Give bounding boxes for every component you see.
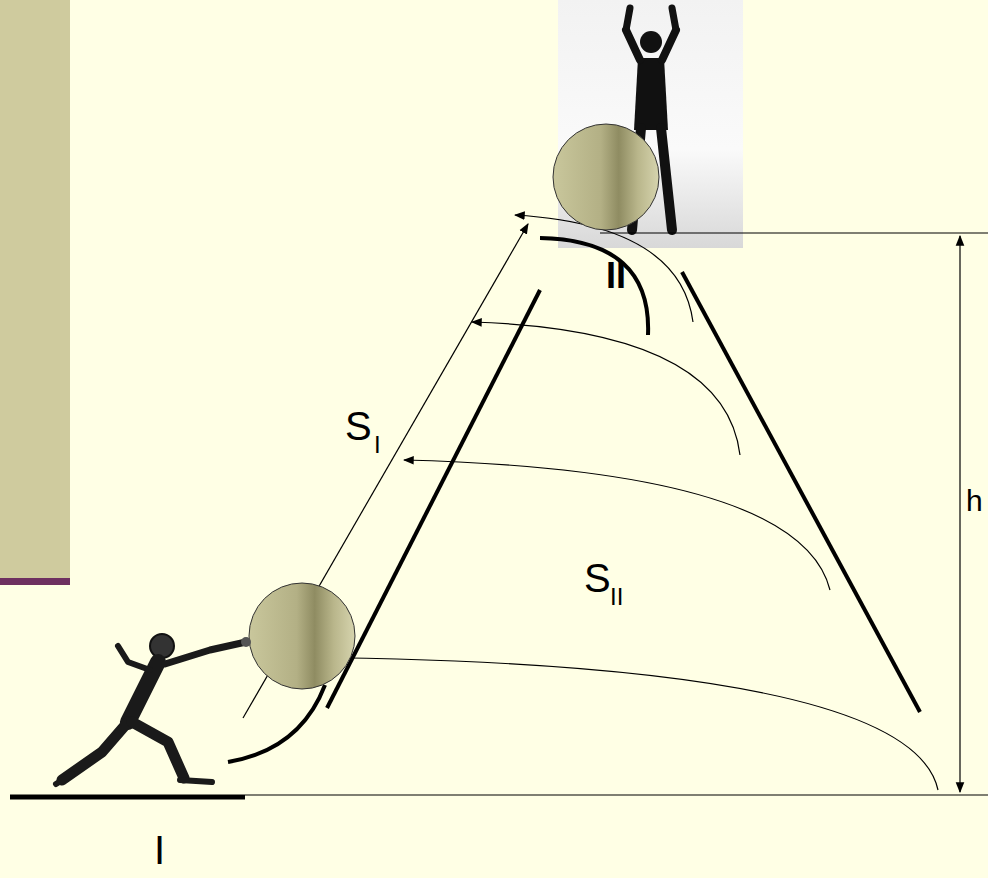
height-dimension: [959, 236, 960, 792]
ground-bar: [10, 795, 245, 800]
top-line: [600, 232, 988, 233]
right-slope: [682, 272, 920, 712]
path-symbol: S: [584, 556, 611, 600]
pushing-figure: [56, 634, 246, 784]
position-label: II: [606, 256, 626, 296]
side-panel: [0, 0, 70, 580]
left-slope: [327, 290, 540, 708]
panel-strip: [0, 578, 70, 585]
bottom-arc: [228, 685, 325, 762]
path-subscript: II: [610, 584, 623, 610]
path-arrow: [243, 224, 528, 718]
fist: [241, 637, 251, 647]
height-label: h: [966, 484, 983, 517]
base-line: [245, 794, 988, 795]
top-arc: [540, 238, 648, 335]
ball-top: [553, 124, 659, 230]
path-symbol: S: [345, 404, 372, 448]
path-subscript: I: [374, 432, 381, 458]
position-label: I: [154, 828, 165, 872]
curved-arrows: [270, 215, 938, 790]
ball-bottom: [249, 583, 355, 689]
